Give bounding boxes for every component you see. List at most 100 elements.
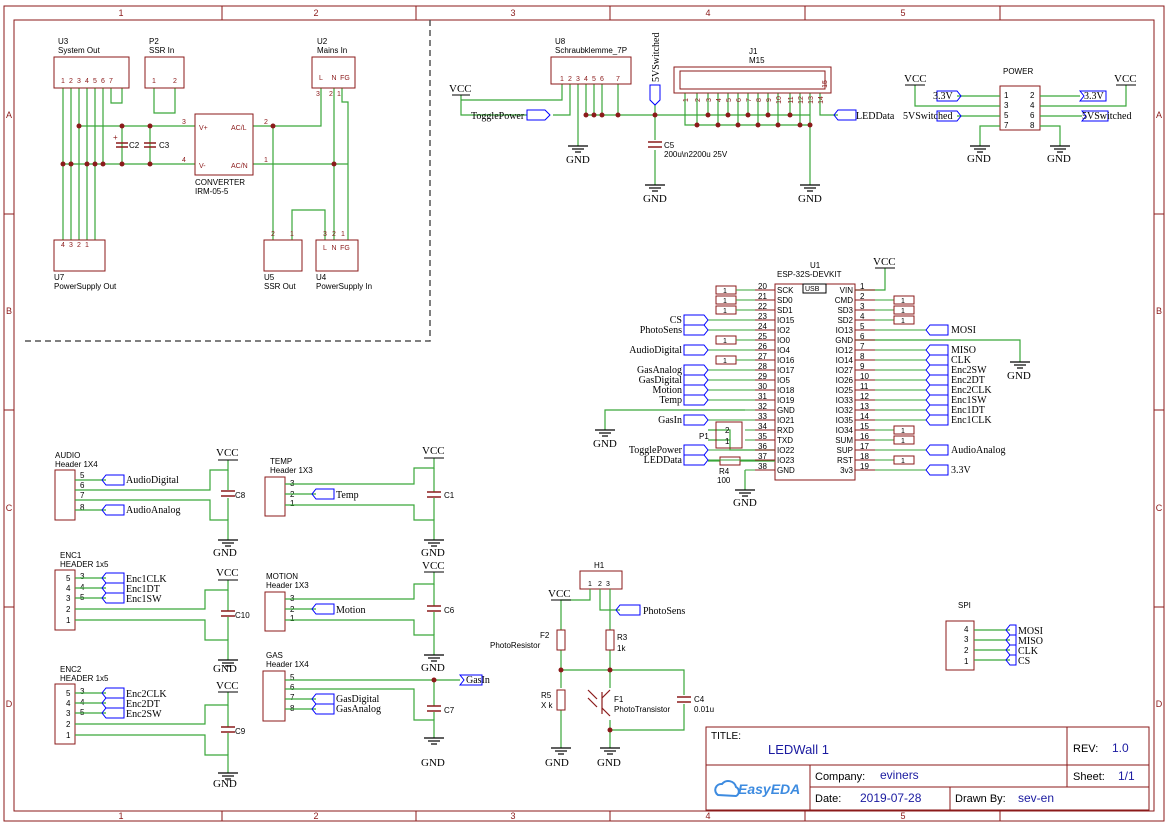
u4-name: PowerSupply In	[316, 282, 372, 291]
pin-number: 2	[860, 292, 865, 301]
u2-connector	[311, 56, 356, 89]
svg-text:GasAnalog: GasAnalog	[336, 704, 381, 715]
f2-name: PhotoResistor	[490, 641, 541, 650]
svg-text:VCC: VCC	[873, 256, 896, 268]
net-label: Motion	[653, 385, 682, 396]
svg-text:1: 1	[964, 657, 969, 666]
nc-value: 1	[901, 458, 905, 465]
c4-ref: C4	[694, 695, 705, 704]
svg-text:1: 1	[290, 499, 295, 508]
net-flag	[833, 109, 857, 121]
svg-text:2: 2	[695, 98, 702, 102]
svg-text:7: 7	[80, 491, 85, 500]
svg-text:1: 1	[66, 616, 71, 625]
svg-text:3.3V: 3.3V	[1084, 91, 1105, 102]
col-label: 2	[313, 811, 318, 821]
r3-value: 1k	[617, 644, 626, 653]
svg-text:1: 1	[588, 581, 592, 588]
gas-ref: GAS	[266, 651, 283, 660]
u7-connector	[53, 239, 106, 272]
row-label: D	[1156, 699, 1163, 709]
svg-text:5: 5	[592, 76, 596, 83]
svg-text:+: +	[113, 133, 118, 142]
pin-name: IO15	[777, 316, 795, 325]
svg-text:4: 4	[584, 76, 588, 83]
pin-number: 25	[758, 332, 767, 341]
svg-text:Enc2SW: Enc2SW	[126, 709, 162, 720]
svg-text:2: 2	[264, 119, 268, 126]
svg-text:5: 5	[1004, 111, 1009, 120]
net-label: Enc2CLK	[951, 385, 992, 396]
svg-text:C9: C9	[235, 727, 246, 736]
h1-ref: H1	[594, 561, 605, 570]
svg-text:6: 6	[600, 76, 604, 83]
pin-number: 16	[860, 432, 869, 441]
svg-text:6: 6	[1030, 111, 1035, 120]
c5-ref: C5	[664, 141, 675, 150]
pin-number: 3	[860, 302, 865, 311]
pin-name: IO27	[836, 366, 854, 375]
pin-name: IO2	[777, 326, 790, 335]
net-flag	[649, 84, 661, 106]
j1-ref: J1	[749, 47, 758, 56]
pin-name: IO18	[777, 386, 795, 395]
power-connector: POWER 1 3 5 7 2 4 6 8 VCC VCC 3.3V	[903, 67, 1137, 165]
esp32-module: U1 ESP-32S-DEVKIT USB VCC GND GND GND 2 …	[593, 256, 1031, 509]
pin-name: IO13	[836, 326, 854, 335]
svg-text:4: 4	[716, 98, 723, 102]
net-label: LEDData	[644, 455, 683, 466]
svg-text:GND: GND	[213, 778, 237, 790]
svg-text:7: 7	[1004, 121, 1009, 130]
u5-ref: U5	[264, 273, 275, 282]
nc-value: 1	[901, 298, 905, 305]
svg-text:Enc1SW: Enc1SW	[126, 594, 162, 605]
pin-number: 17	[860, 442, 869, 451]
pin-number: 26	[758, 342, 767, 351]
svg-text:2: 2	[598, 581, 602, 588]
gnd-label: GND	[566, 154, 590, 166]
svg-text:4: 4	[1030, 101, 1035, 110]
p2-ref: P2	[149, 37, 159, 46]
svg-text:1: 1	[683, 98, 690, 102]
net-label: GasIn	[658, 415, 682, 426]
nc-value: 1	[723, 298, 727, 305]
audio-block: AUDIO Header 1X4 56 78 AudioDigital Audi…	[54, 447, 246, 559]
svg-text:FG: FG	[340, 245, 350, 252]
pin-name: IO35	[836, 416, 854, 425]
svg-text:3: 3	[69, 242, 73, 249]
nc-value: 1	[901, 438, 905, 445]
enc1-name: HEADER 1x5	[60, 560, 109, 569]
svg-text:GND: GND	[1047, 153, 1071, 165]
svg-text:3: 3	[66, 709, 71, 718]
svg-text:AC/L: AC/L	[231, 125, 247, 132]
p2-name: SSR In	[149, 46, 174, 55]
u2-ref: U2	[317, 37, 328, 46]
svg-text:4: 4	[964, 625, 969, 634]
pin-number: 24	[758, 322, 767, 331]
col-label: 1	[118, 811, 123, 821]
row-label: A	[1156, 110, 1162, 120]
svg-text:1: 1	[290, 614, 295, 623]
svg-text:3: 3	[77, 78, 81, 85]
svg-text:4: 4	[61, 242, 65, 249]
svg-text:4: 4	[85, 78, 89, 85]
pin-name: IO16	[777, 356, 795, 365]
date-value: 2019-07-28	[860, 791, 922, 805]
sheet-frame	[3, 5, 1165, 822]
net-label: MISO	[951, 345, 976, 356]
svg-text:7: 7	[746, 98, 753, 102]
svg-text:FG: FG	[340, 75, 350, 82]
svg-text:GND: GND	[967, 153, 991, 165]
pin-name: IO21	[777, 416, 795, 425]
c2-label: C2	[129, 141, 140, 150]
pin-name: SUM	[835, 436, 853, 445]
svg-text:GasIn: GasIn	[466, 675, 490, 686]
